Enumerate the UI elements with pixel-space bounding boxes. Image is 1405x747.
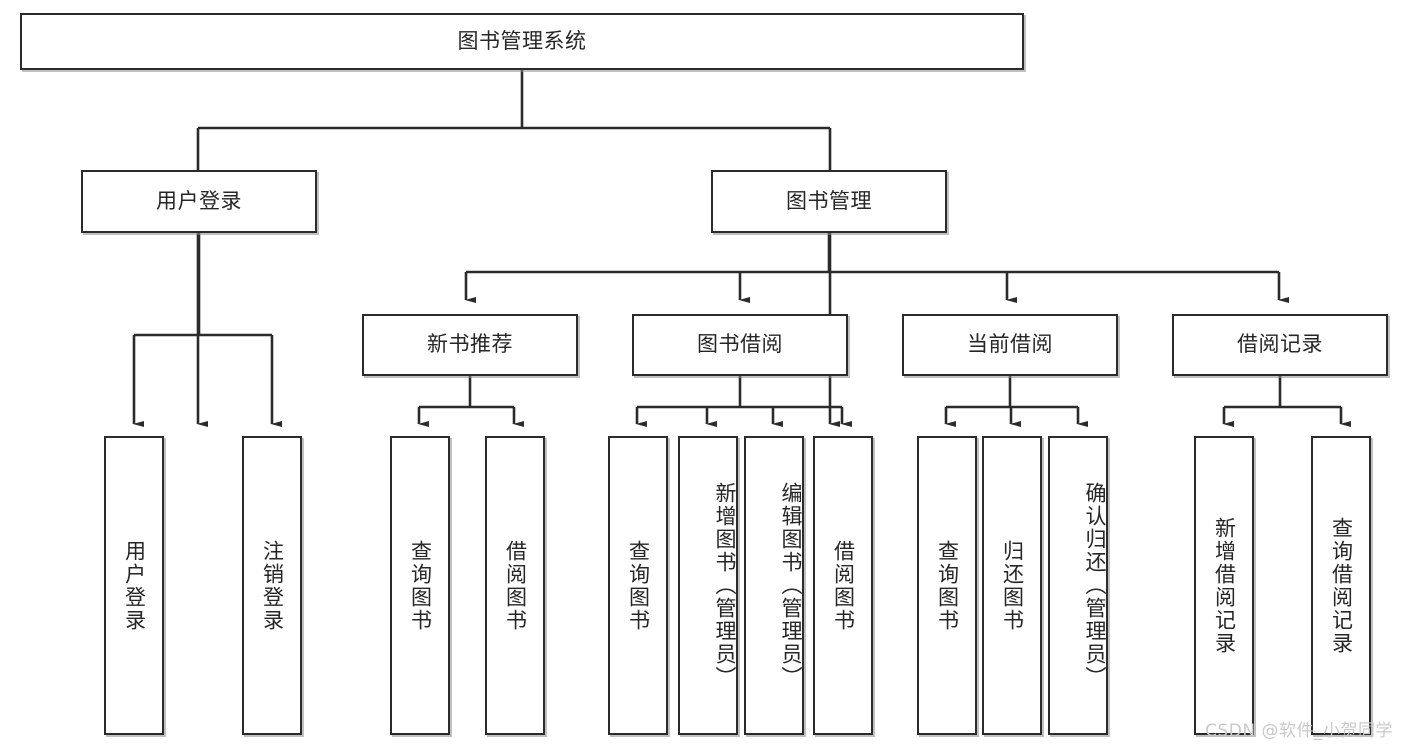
node-leaf-borrow-book-rec[interactable]: 借阅图书: [485, 436, 545, 735]
node-leaf-add-book-label: 新增图书（管理员）: [713, 482, 737, 689]
node-leaf-confirm-return[interactable]: 确认归还（管理员）: [1048, 436, 1108, 735]
node-leaf-query-record-label: 查询借阅记录: [1329, 516, 1354, 655]
node-leaf-logout[interactable]: 注销登录: [242, 436, 302, 735]
node-leaf-query-book-borrow[interactable]: 查询图书: [608, 436, 668, 735]
node-leaf-query-book-borrow-label: 查询图书: [626, 539, 651, 632]
node-leaf-query-record[interactable]: 查询借阅记录: [1311, 436, 1371, 735]
node-book-manage[interactable]: 图书管理: [711, 170, 947, 233]
node-leaf-user-login-label: 用户登录: [122, 539, 147, 632]
node-book-borrow[interactable]: 图书借阅: [632, 314, 848, 376]
node-root[interactable]: 图书管理系统: [20, 13, 1024, 70]
node-borrow-record[interactable]: 借阅记录: [1172, 314, 1388, 376]
node-leaf-borrow-book[interactable]: 借阅图书: [813, 436, 873, 735]
node-leaf-edit-book-label: 编辑图书（管理员）: [779, 482, 803, 689]
node-leaf-query-book-current-label: 查询图书: [935, 539, 960, 632]
node-leaf-add-record-label: 新增借阅记录: [1212, 516, 1237, 655]
node-new-book-rec[interactable]: 新书推荐: [362, 314, 578, 376]
node-leaf-add-record[interactable]: 新增借阅记录: [1194, 436, 1254, 735]
node-leaf-query-book-rec[interactable]: 查询图书: [390, 436, 450, 735]
node-leaf-logout-label: 注销登录: [260, 539, 285, 632]
node-leaf-return-book[interactable]: 归还图书: [982, 436, 1042, 735]
node-user-login[interactable]: 用户登录: [81, 170, 317, 233]
node-leaf-confirm-return-label: 确认归还（管理员）: [1083, 482, 1107, 689]
node-new-book-rec-label: 新书推荐: [427, 332, 513, 357]
node-book-manage-label: 图书管理: [786, 188, 872, 213]
node-leaf-borrow-book-label: 借阅图书: [831, 539, 856, 632]
node-current-borrow[interactable]: 当前借阅: [902, 314, 1118, 376]
node-root-label: 图书管理系统: [457, 28, 587, 53]
node-user-login-label: 用户登录: [156, 188, 242, 213]
node-leaf-query-book-rec-label: 查询图书: [408, 539, 433, 632]
node-leaf-edit-book[interactable]: 编辑图书（管理员）: [744, 436, 804, 735]
node-leaf-borrow-book-rec-label: 借阅图书: [503, 539, 528, 632]
node-borrow-record-label: 借阅记录: [1237, 332, 1323, 357]
node-leaf-query-book-current[interactable]: 查询图书: [917, 436, 977, 735]
node-leaf-user-login[interactable]: 用户登录: [104, 436, 164, 735]
watermark: CSDN @软件_小贺同学: [1205, 721, 1393, 741]
node-leaf-add-book[interactable]: 新增图书（管理员）: [678, 436, 738, 735]
node-book-borrow-label: 图书借阅: [697, 332, 783, 357]
node-current-borrow-label: 当前借阅: [967, 332, 1053, 357]
node-leaf-return-book-label: 归还图书: [1000, 539, 1025, 632]
